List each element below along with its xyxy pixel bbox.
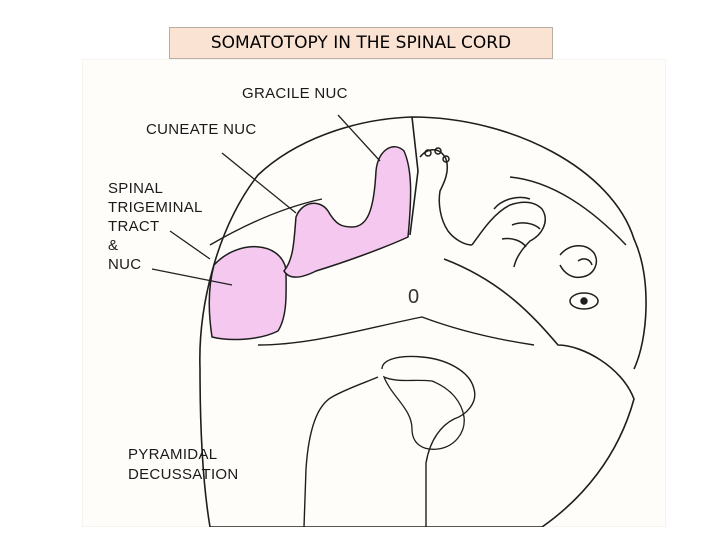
label-spinal-3: TRACT bbox=[108, 218, 160, 235]
hand-sketch-icon bbox=[471, 196, 546, 268]
slide-title: SOMATOTOPY IN THE SPINAL CORD bbox=[210, 33, 512, 53]
dorsal-boundary-right bbox=[509, 176, 627, 246]
label-spinal-5: NUC bbox=[108, 256, 141, 273]
face-sketch-icon bbox=[559, 245, 598, 279]
pointer-cuneate bbox=[221, 152, 297, 214]
pyramid-right bbox=[381, 355, 476, 527]
label-spinal-4: & bbox=[108, 237, 118, 254]
label-pyramidal-2: DECUSSATION bbox=[128, 466, 239, 483]
spinal-cord-diagram: 0 GRACILE NUC bbox=[82, 59, 666, 527]
diagram-svg: 0 GRACILE NUC bbox=[82, 59, 666, 527]
ventral-boundary bbox=[257, 316, 535, 346]
cord-outline bbox=[199, 116, 647, 527]
eye-sketch-icon bbox=[569, 292, 599, 310]
decussation-fibers bbox=[382, 375, 465, 450]
label-cuneate-nuc: CUNEATE NUC bbox=[146, 121, 257, 138]
title-box: SOMATOTOPY IN THE SPINAL CORD bbox=[169, 27, 553, 59]
dorsal-boundary-left bbox=[209, 198, 323, 246]
label-spinal-2: TRIGEMINAL bbox=[108, 199, 203, 216]
pointer-spinal-tract bbox=[169, 230, 211, 260]
pyramid-left bbox=[303, 376, 379, 527]
spinal-trigeminal-nucleus bbox=[208, 245, 287, 341]
label-gracile-nuc: GRACILE NUC bbox=[242, 85, 348, 102]
figure-background bbox=[82, 59, 666, 527]
pointer-gracile bbox=[337, 114, 381, 162]
label-spinal-1: SPINAL bbox=[108, 180, 163, 197]
median-septum bbox=[409, 116, 419, 236]
cuneate-gracile-nucleus bbox=[283, 146, 412, 278]
pointer-spinal-nuc bbox=[151, 268, 233, 286]
central-canal-label: 0 bbox=[408, 286, 419, 308]
foot-sketch-icon bbox=[419, 147, 473, 246]
label-pyramidal-1: PYRAMIDAL bbox=[128, 446, 217, 463]
